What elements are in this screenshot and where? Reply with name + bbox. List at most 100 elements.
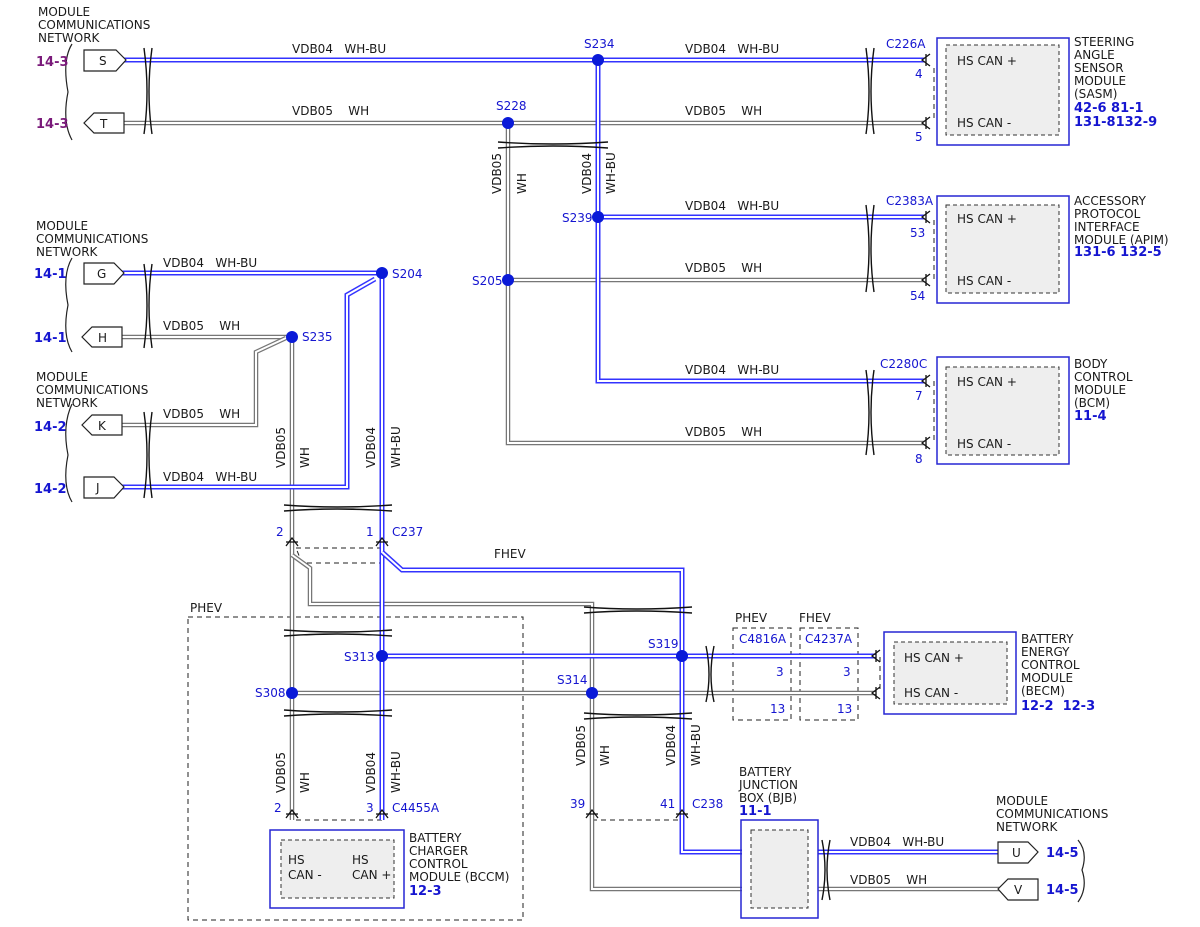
splice-label-s204: S204	[392, 267, 423, 281]
splice-s313	[376, 650, 388, 662]
connector-label-c237: C237	[392, 525, 423, 539]
becm-hs-can-plus: HS CAN +	[904, 651, 964, 665]
wire-label-vertical: VDB04	[364, 427, 378, 468]
wire-label-vertical: WH	[298, 447, 312, 468]
splice-s314	[586, 687, 598, 699]
apim-hs-can-minus: HS CAN -	[957, 274, 1011, 288]
sasm-box	[936, 37, 1070, 146]
splice-label-s205: S205	[472, 274, 503, 288]
vdb04-wires	[122, 57, 1000, 855]
terminal-k	[81, 414, 123, 436]
becm-name: BATTERY ENERGY CONTROL MODULE (BECM)	[1021, 632, 1083, 698]
c4816a-connector-body	[732, 627, 792, 721]
wire-label: VDB04 WH-BU	[163, 256, 257, 270]
connector-label-c238: C238	[692, 797, 723, 811]
pin: 3	[843, 665, 851, 679]
splice-label-s228: S228	[496, 99, 527, 113]
terminal-s	[83, 49, 127, 72]
connector-label-c4237a: C4237A	[805, 632, 853, 646]
sasm-hs-can-minus: HS CAN -	[957, 116, 1011, 130]
pin: 5	[915, 130, 923, 144]
pin: 54	[910, 289, 925, 303]
fhev-connector-label: FHEV	[799, 611, 832, 625]
sasm-name: STEERING ANGLE SENSOR MODULE (SASM)	[1074, 35, 1138, 101]
splice-s228	[502, 117, 514, 129]
splice-label-s239: S239	[562, 211, 593, 225]
wire-label-vertical: VDB05	[490, 153, 504, 194]
pin: 53	[910, 226, 925, 240]
bccm-can-plus: CAN +	[352, 868, 391, 882]
wire-label: VDB05 WH	[850, 873, 927, 887]
wire-label-vertical: WH-BU	[689, 724, 703, 766]
wire-label-vertical: VDB04	[580, 153, 594, 194]
bjb-box	[740, 819, 819, 919]
terminal-j	[83, 476, 125, 499]
pin: 2	[276, 525, 284, 539]
bcm-hs-can-minus: HS CAN -	[957, 437, 1011, 451]
splice-s234	[592, 54, 604, 66]
pin: 3	[366, 801, 374, 815]
connector-label-c2383a: C2383A	[886, 194, 934, 208]
becm-hs-can-minus: HS CAN -	[904, 686, 958, 700]
pin: 4	[915, 67, 923, 81]
splice-s319	[676, 650, 688, 662]
wire-label: VDB04 WH-BU	[685, 363, 779, 377]
splice-label-s313: S313	[344, 650, 375, 664]
splice-s235	[286, 331, 298, 343]
pin: 2	[274, 801, 282, 815]
apim-hs-can-plus: HS CAN +	[957, 212, 1017, 226]
bccm-can-minus: CAN -	[288, 868, 322, 882]
bjb-name: BATTERY JUNCTION BOX (BJB)	[738, 765, 802, 805]
wire-label: VDB04 WH-BU	[850, 835, 944, 849]
splice-s205	[502, 274, 514, 286]
bccm-name: BATTERY CHARGER CONTROL MODULE (BCCM)	[409, 831, 509, 884]
connector-label-c4816a: C4816A	[739, 632, 787, 646]
wire-label: VDB05 WH	[685, 261, 762, 275]
wire-label: VDB05 WH	[163, 407, 240, 421]
wire-label: VDB05 WH	[163, 319, 240, 333]
terminal-label-k: K	[98, 419, 107, 433]
pin: 13	[837, 702, 852, 716]
fhev-route-label: FHEV	[494, 547, 527, 561]
pin: 7	[915, 389, 923, 403]
bccm-box	[269, 829, 405, 909]
wire-label-vertical: WH	[515, 173, 529, 194]
phev-region	[187, 616, 524, 921]
bcm-hs-can-plus: HS CAN +	[957, 375, 1017, 389]
connector-label-c4455a: C4455A	[392, 801, 440, 815]
c4237a-connector-body	[799, 627, 859, 721]
wire-label-vertical: VDB05	[274, 752, 288, 793]
terminal-label-h: H	[98, 331, 107, 345]
terminals	[81, 49, 1039, 901]
splice-s308	[286, 687, 298, 699]
ref-s: 14-3	[36, 55, 69, 70]
wire-label-vertical: WH-BU	[604, 152, 618, 194]
wire-label-vertical: VDB05	[274, 427, 288, 468]
becm-box	[883, 631, 1017, 715]
vdb05-wires	[122, 120, 1000, 892]
bjb-ref: 11-1	[739, 804, 772, 819]
sasm-ref: 42-6 81-1	[1074, 101, 1144, 116]
ref-j: 14-2	[34, 482, 67, 497]
ref-t: 14-3	[36, 117, 69, 132]
bcm-name: BODY CONTROL MODULE (BCM)	[1074, 357, 1136, 410]
module-boxes	[269, 37, 1070, 919]
terminal-label-t: T	[99, 117, 108, 131]
ref-u: 14-5	[1046, 846, 1079, 861]
apim-ref: 131-6 132-5	[1074, 245, 1162, 260]
ref-h: 14-1	[34, 331, 67, 346]
pin: 1	[366, 525, 374, 539]
c237-connector-body	[295, 547, 383, 564]
bccm-hs: HS	[288, 853, 305, 867]
terminal-label-s: S	[99, 54, 107, 68]
wire-label: VDB05 WH	[685, 104, 762, 118]
wire-label: VDB04 WH-BU	[163, 470, 257, 484]
wire-label-vertical: WH-BU	[389, 426, 403, 468]
connector-arrows	[285, 53, 931, 819]
wire-label-vertical: WH	[298, 772, 312, 793]
splice-label-s308: S308	[255, 686, 286, 700]
terminal-label-v: V	[1014, 883, 1023, 897]
